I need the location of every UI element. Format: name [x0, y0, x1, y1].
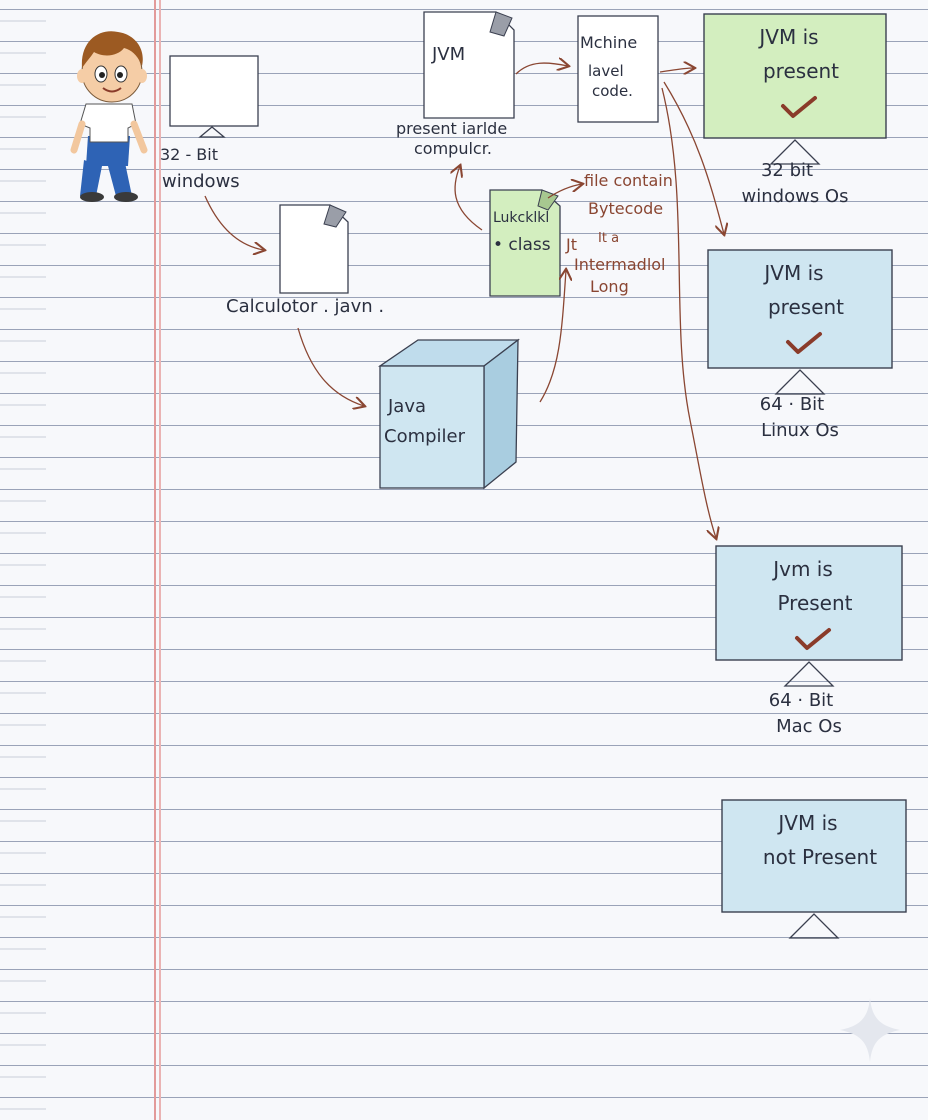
computer-1-line1: JVM is [757, 25, 818, 49]
class-file-line1: Lukcklkl [493, 210, 549, 226]
computer-1-stand [769, 139, 821, 165]
jvm-doc-caption-line1: present iarlde [396, 119, 507, 138]
computer-1-caption-line2: windows Os [742, 186, 849, 207]
class-note-line1: file contain [584, 171, 673, 190]
student-monitor-icon [169, 55, 259, 138]
source-document-icon [279, 204, 349, 294]
machine-code-line2: lavel [588, 62, 624, 80]
computer-2-line2: present [768, 295, 844, 319]
target-computers: JVM is present 32 bit windows Os JVM is prese… [703, 13, 907, 939]
computer-2-caption-line2: Linux Os [761, 420, 839, 441]
arrow-jvm-to-machine-code [515, 63, 568, 75]
jvm-document-label: JVM [431, 44, 465, 65]
arrow-to-mac [661, 87, 716, 538]
computer-3-caption-line2: Mac Os [776, 716, 842, 737]
computer-4-screen [721, 799, 907, 913]
machine-code-box [577, 15, 659, 123]
class-file-line2: • class [493, 235, 551, 255]
computer-2-line1: JVM is [762, 261, 823, 285]
arrow-to-windows [659, 68, 694, 72]
class-note-line4: Intermadlol [574, 255, 666, 274]
jvm-doc-caption-line2: compulcr. [414, 139, 492, 158]
computer-1-line2: present [763, 59, 839, 83]
class-note-line3: It a [598, 231, 619, 246]
machine-code-line3: code. [592, 82, 633, 100]
computer-2-stand [774, 369, 826, 395]
compiler-label-line1: Java [387, 396, 426, 417]
machine-code-line1: Mchine [580, 33, 637, 52]
jvm-document-icon [423, 11, 515, 119]
arrow-compiler-to-class [539, 270, 566, 403]
source-file-name: Calculotor . javn . [226, 296, 384, 317]
arrow-class-to-note [547, 184, 582, 199]
computer-3-caption-line1: 64 · Bit [769, 690, 833, 711]
computer-3-line2: Present [777, 591, 852, 615]
arrow-class-to-jvm [455, 166, 483, 231]
computer-3-screen [715, 545, 903, 661]
computer-3-checkmark-icon [795, 628, 831, 650]
student-caption-line1: 32 - Bit [160, 145, 218, 164]
compiler-cube-icon [377, 338, 520, 490]
computer-4-stand [788, 913, 840, 939]
computer-1-caption-line1: 32 bit [761, 160, 813, 181]
computer-2-caption-line1: 64 · Bit [760, 394, 824, 415]
margin-line [154, 0, 156, 1120]
spiral-binding [0, 0, 46, 1120]
computer-1-checkmark-icon [781, 96, 817, 118]
computer-3-line1: Jvm is [771, 557, 833, 581]
compiler-label-line2: Compiler [384, 426, 466, 447]
arrow-source-to-compiler [297, 327, 364, 406]
cartoon-boy-icon [70, 31, 148, 202]
student-caption-line2: windows [162, 171, 240, 192]
computer-1-screen [703, 13, 887, 139]
flow-arrows [204, 63, 724, 538]
computer-3-stand [783, 661, 835, 687]
computer-2-checkmark-icon [786, 332, 822, 354]
computer-4-line2: not Present [763, 845, 877, 869]
class-note-line2: Bytecode [588, 199, 663, 218]
arrow-student-to-source [204, 195, 264, 250]
computer-4-line1: JVM is [776, 811, 837, 835]
arrow-to-linux [663, 81, 724, 234]
class-note-line5: Long [590, 277, 629, 296]
class-file-marker: Jt [565, 235, 577, 254]
sparkle-icon [840, 998, 900, 1062]
